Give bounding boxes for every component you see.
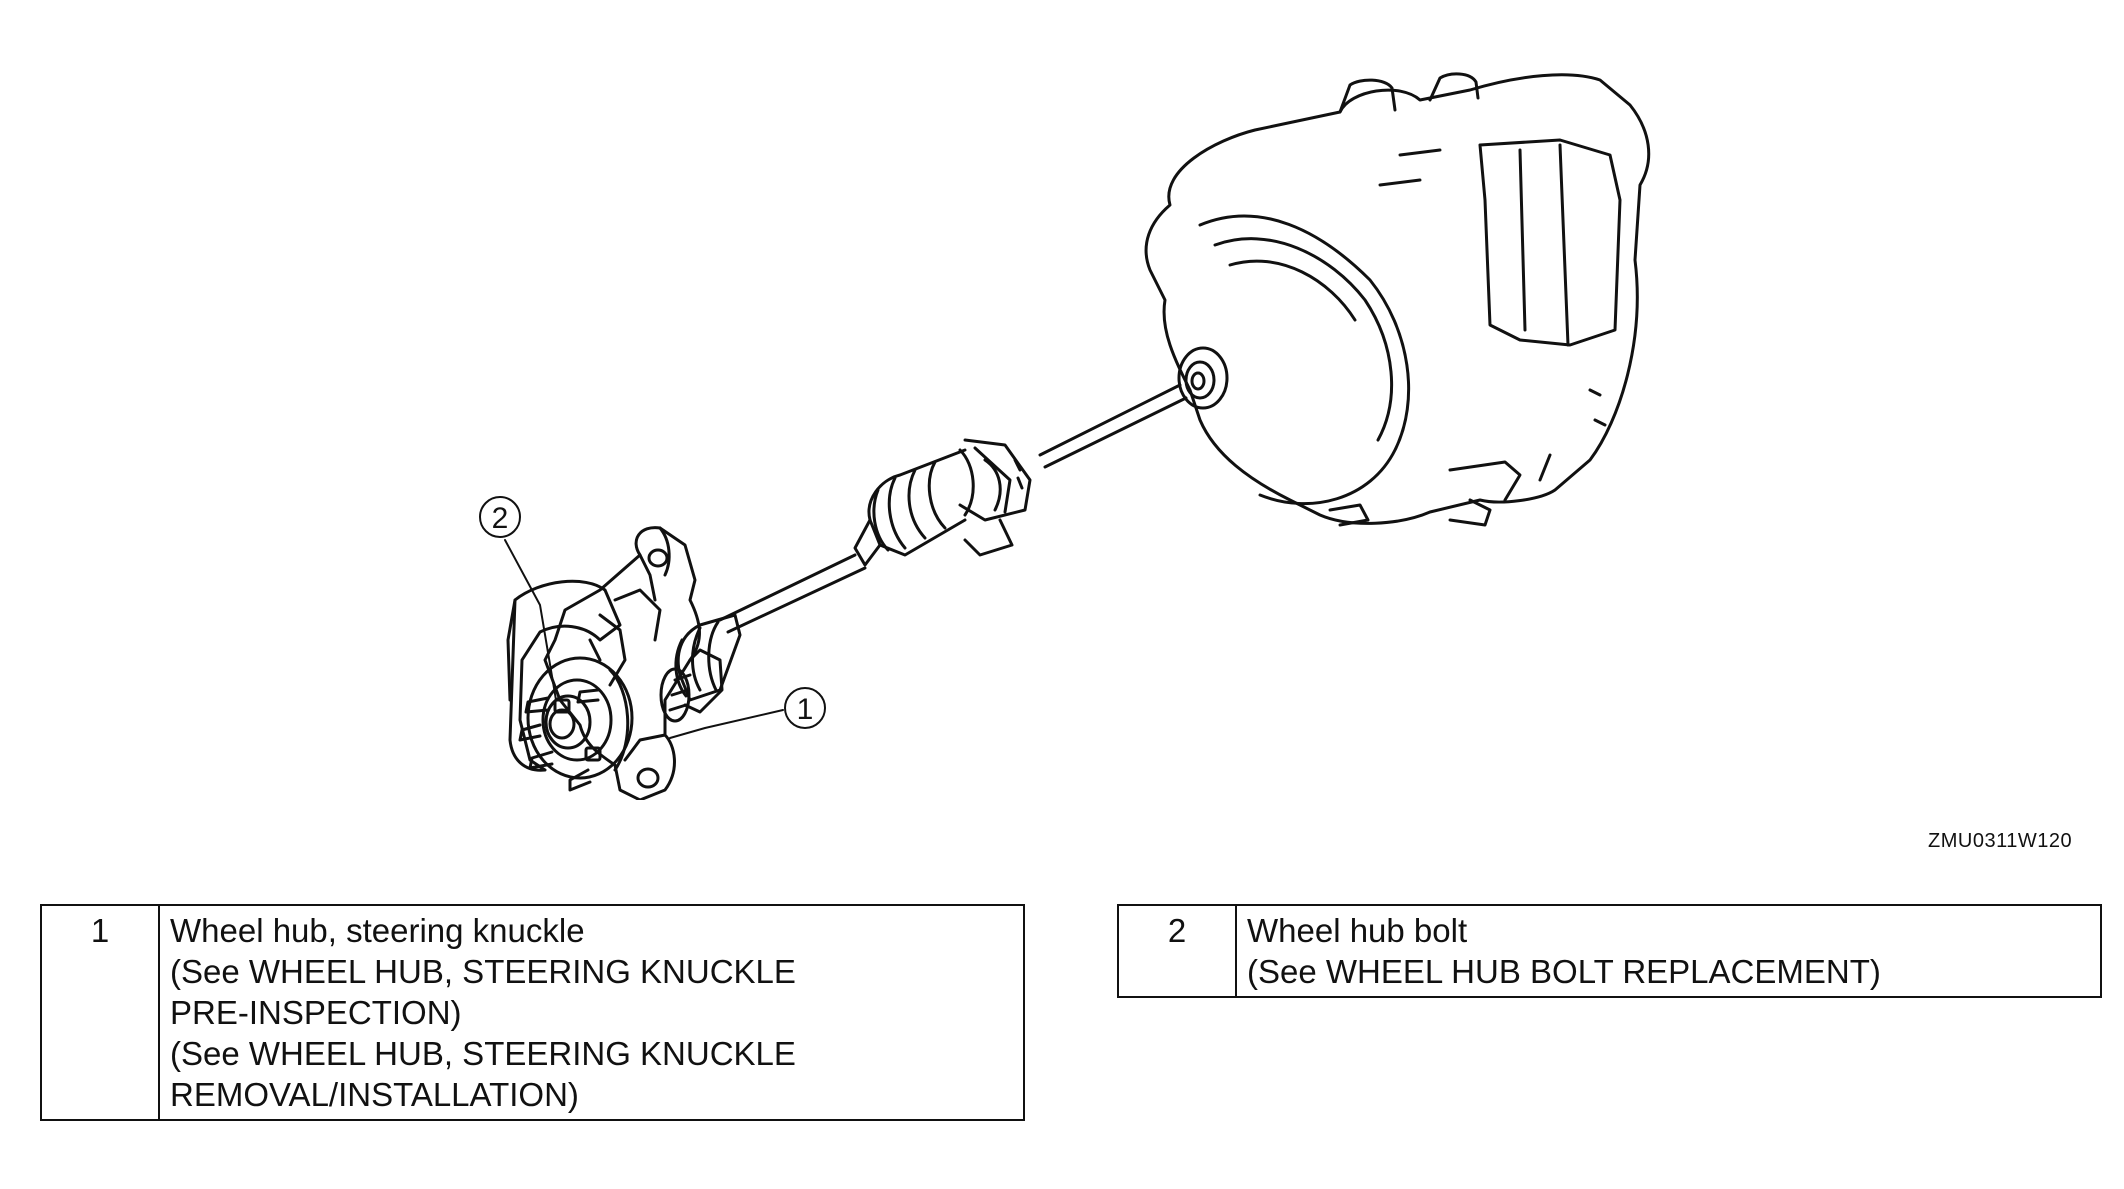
outer-cv-joint: [659, 648, 724, 723]
differential-output-seal: [1177, 346, 1229, 410]
legend-row: 1 Wheel hub, steering knuckle (See WHEEL…: [40, 904, 1025, 1121]
dust-shield: [506, 579, 622, 772]
legend-description: Wheel hub, steering knuckle (See WHEEL H…: [158, 904, 1025, 1121]
legend-link[interactable]: (See WHEEL HUB, STEERING KNUCKLE: [170, 1035, 796, 1072]
callout-circle-2: [479, 496, 521, 538]
wheel-hub-bolts: [518, 688, 602, 792]
legend-link[interactable]: (See WHEEL HUB, STEERING KNUCKLE: [170, 953, 796, 990]
legend-link[interactable]: PRE-INSPECTION): [170, 994, 462, 1031]
callout-circle-1: [784, 687, 826, 729]
legend-line: Wheel hub, steering knuckle: [170, 912, 585, 949]
legend-number: 2: [1117, 904, 1237, 998]
legend-number: 1: [40, 904, 160, 1121]
legend-link[interactable]: (See WHEEL HUB BOLT REPLACEMENT): [1247, 953, 1881, 990]
figure-reference-code: ZMU0311W120: [1928, 830, 2073, 852]
drive-shaft-diagram: 1 2: [479, 72, 1651, 800]
wheel-hub: [526, 656, 634, 780]
callout-leader-2: [504, 539, 557, 701]
transaxle-housing: [1144, 72, 1651, 527]
inner-shaft: [1038, 383, 1188, 469]
legend-description: Wheel hub bolt (See WHEEL HUB BOLT REPLA…: [1235, 904, 2102, 998]
outer-boot: [674, 613, 742, 702]
callout-number-1: 1: [797, 693, 814, 726]
inner-cv-joint: [958, 438, 1032, 557]
inner-boot: [853, 448, 967, 567]
legend-row: 2 Wheel hub bolt (See WHEEL HUB BOLT REP…: [1117, 904, 2102, 998]
steering-knuckle: [543, 526, 701, 800]
callout-number-2: 2: [492, 502, 509, 535]
middle-shaft: [718, 553, 867, 634]
legend-line: Wheel hub bolt: [1247, 912, 1468, 949]
legend-table-1: 1 Wheel hub, steering knuckle (See WHEEL…: [40, 904, 1025, 1121]
legend-link[interactable]: REMOVAL/INSTALLATION): [170, 1076, 579, 1113]
legend-table-2: 2 Wheel hub bolt (See WHEEL HUB BOLT REP…: [1117, 904, 2102, 998]
callout-leader-1: [669, 709, 784, 739]
